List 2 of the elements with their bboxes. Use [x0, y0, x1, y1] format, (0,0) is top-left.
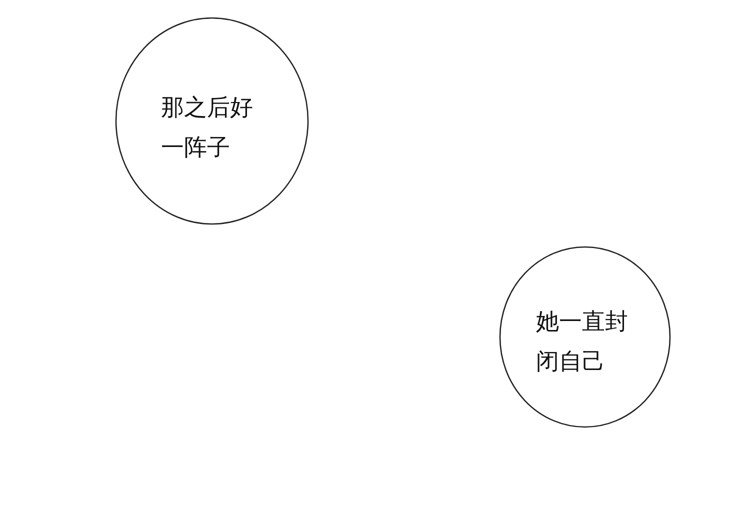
bubble-text: 她一直封闭自己: [536, 308, 629, 377]
bubble-text: 那之后好一阵子: [161, 94, 254, 163]
